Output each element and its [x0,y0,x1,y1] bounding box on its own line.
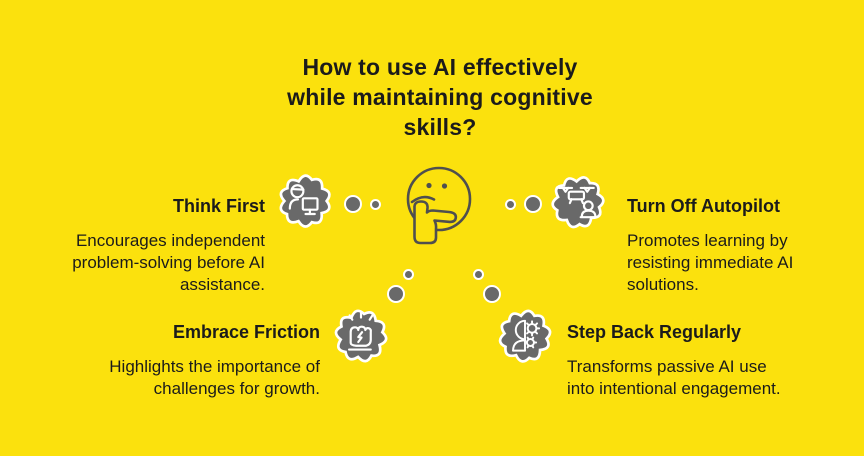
title-line: skills? [403,114,477,140]
item-turn-off-autopilot: Turn Off Autopilot Promotes learning by … [627,194,862,296]
raised-fist-icon [328,304,394,368]
title-line: How to use AI effectively [302,54,578,80]
thought-dot [403,269,414,280]
thought-dot [524,195,542,213]
item-description: Promotes learning by resisting immediate… [627,231,794,294]
thinking-face-icon [402,164,480,253]
item-think-first: Think First Encourages independent probl… [28,194,265,296]
person-at-computer-icon [270,169,340,233]
thought-dot [370,199,381,210]
thought-dot [344,195,362,213]
thought-dot [483,285,501,303]
item-heading: Embrace Friction [172,322,320,342]
page-title: How to use AI effectively while maintain… [232,52,648,142]
item-step-back-regularly: Step Back Regularly Transforms passive A… [567,320,857,400]
head-gears-icon [492,304,558,368]
drone-autopilot-icon [543,170,613,234]
title-line: while maintaining cognitive [287,84,593,110]
thought-dot [387,285,405,303]
item-description: Highlights the importance of challenges … [109,357,320,398]
thought-dot [473,269,484,280]
item-heading: Think First [172,196,265,216]
item-heading: Step Back Regularly [567,322,742,342]
item-description: Transforms passive AI use into intention… [567,357,781,398]
item-heading: Turn Off Autopilot [627,196,780,216]
item-description: Encourages independent problem-solving b… [72,231,265,294]
item-embrace-friction: Embrace Friction Highlights the importan… [40,320,320,400]
thought-dot [505,199,516,210]
